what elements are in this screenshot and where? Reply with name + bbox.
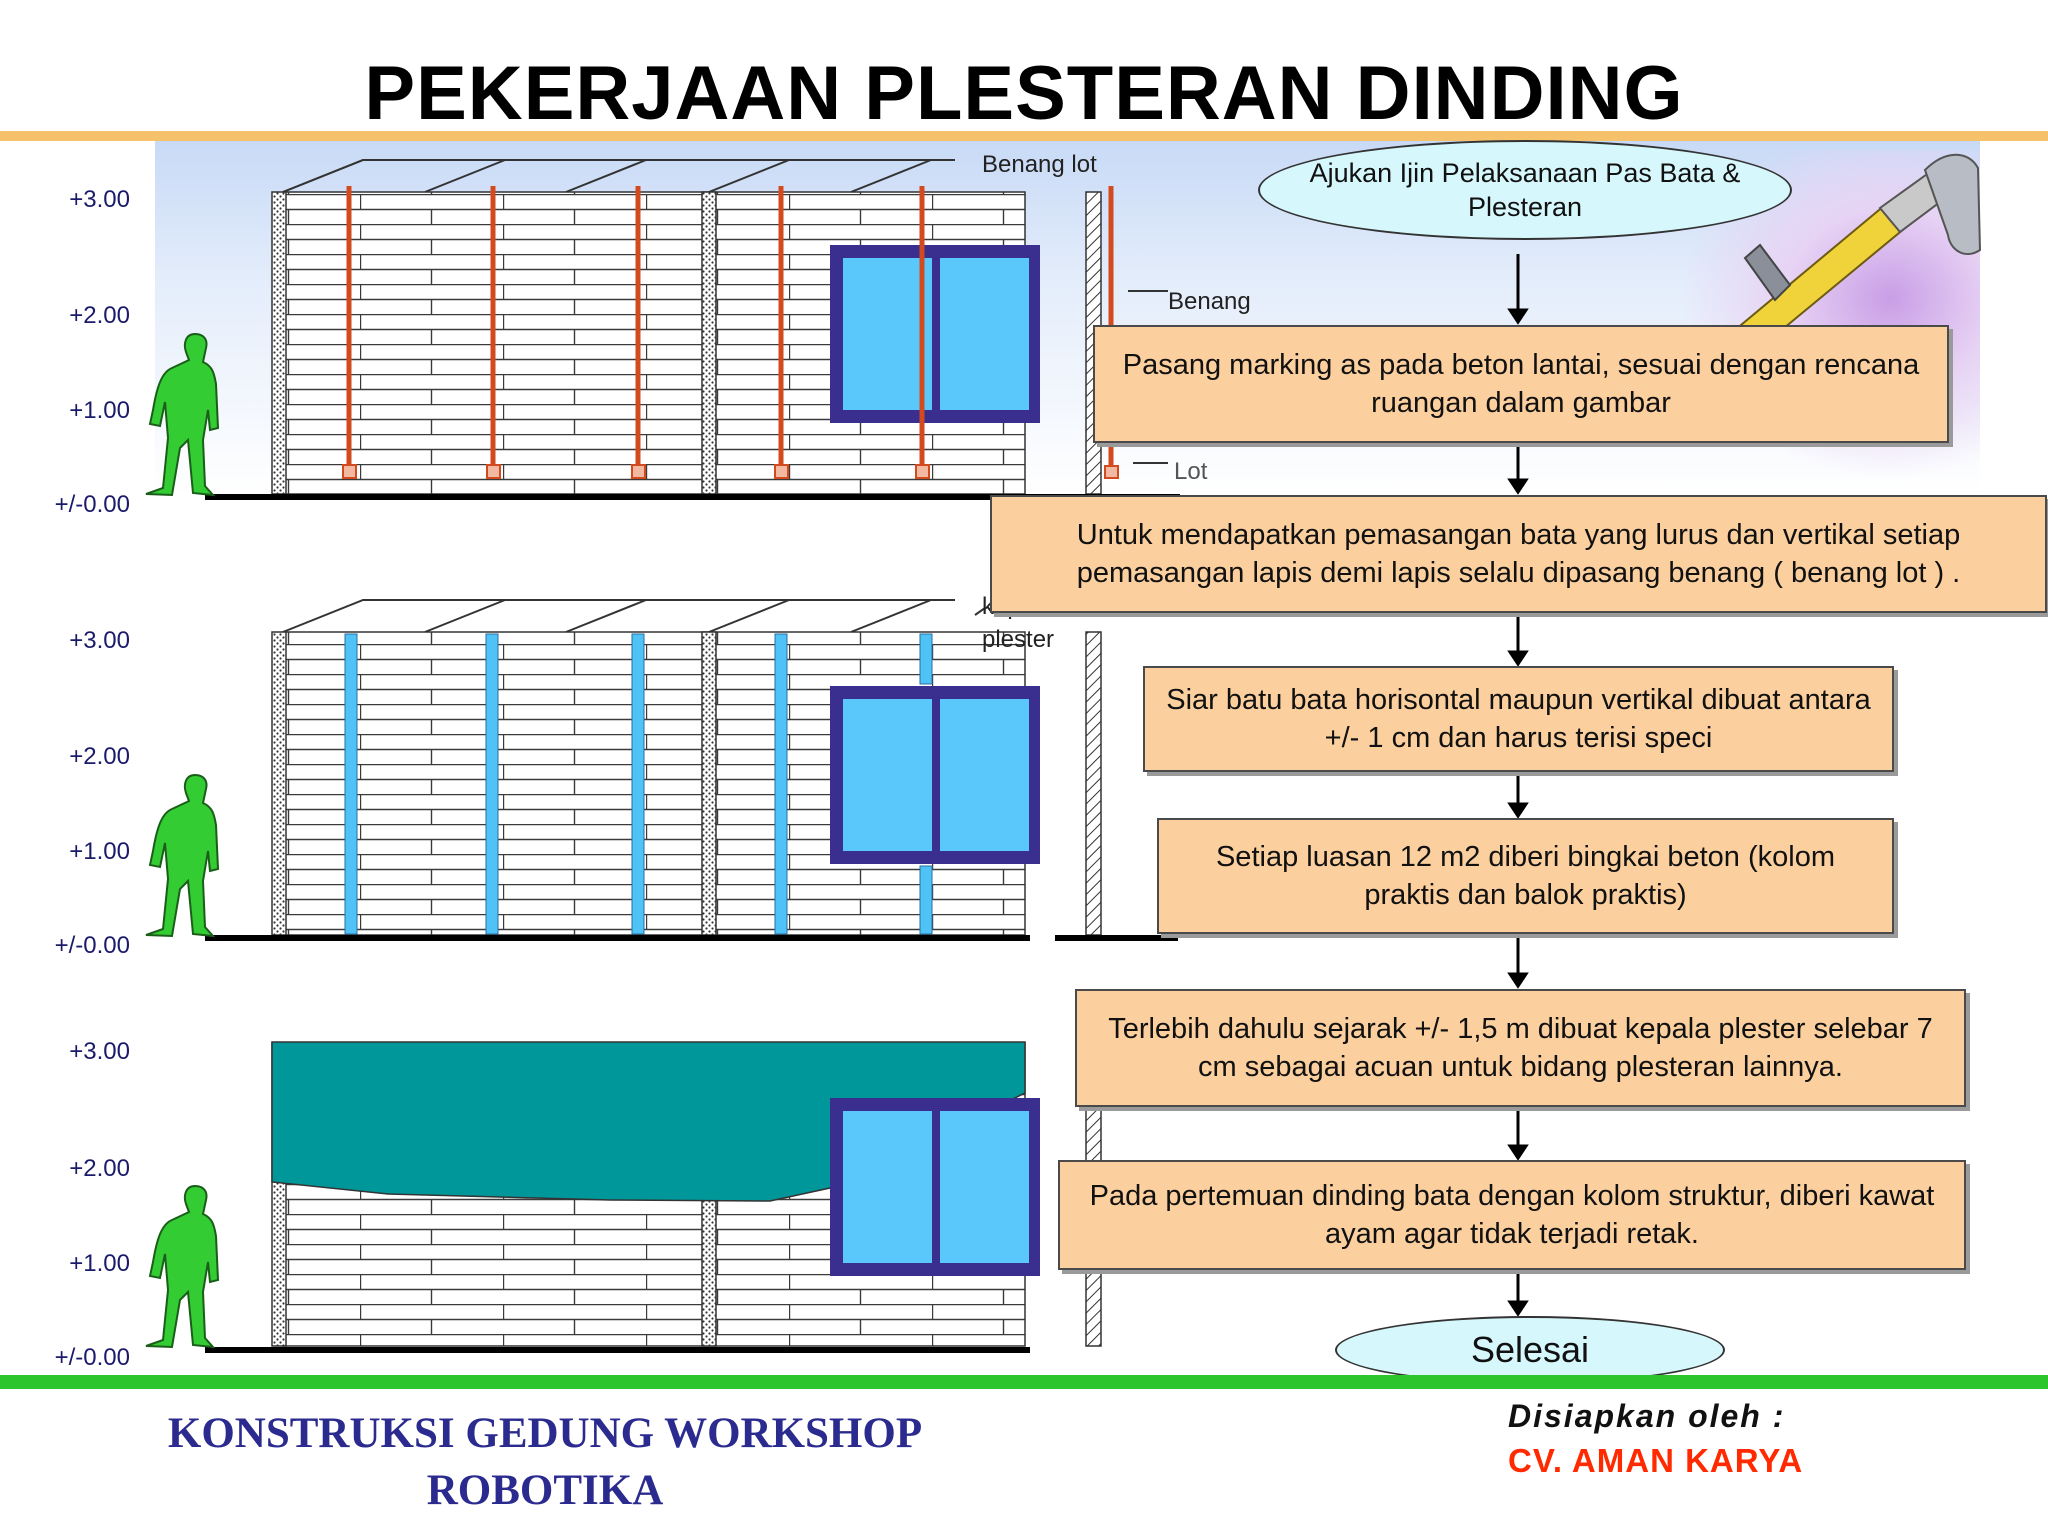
flow-step-6: Pada pertemuan dinding bata dengan kolom…	[1058, 1160, 1966, 1270]
bottom-divider	[0, 1375, 2048, 1389]
caulk-gun-icon	[1703, 153, 1982, 359]
wall-1-column-left	[271, 191, 287, 495]
wall-1	[205, 159, 1180, 500]
wall-3-window-pane-left	[843, 1111, 932, 1263]
wall-1-plumb-weights	[342, 464, 930, 479]
flow-end-text: Selesai	[1470, 1329, 1590, 1370]
wall-1-diagonals	[282, 159, 932, 193]
wall-2-kepala-plester-strips	[344, 633, 933, 935]
flow-step-5: Terlebih dahulu sejarak +/- 1,5 m dibuat…	[1075, 989, 1966, 1107]
wall-1-column-mid	[701, 191, 717, 495]
lot-label: Lot	[1174, 458, 1208, 485]
benang-lot-label: Benang lot	[982, 151, 1097, 178]
wall-3-level-200: +2.00	[69, 1155, 130, 1182]
person-1	[145, 332, 220, 497]
page-title: PEKERJAAN PLESTERAN DINDING	[364, 51, 1684, 136]
person-figures	[145, 332, 220, 1349]
wall-2-level-000: +/-0.00	[54, 932, 130, 959]
flow-arrows	[1507, 254, 1529, 1317]
wall-3-level-100: +1.00	[69, 1250, 130, 1277]
top-divider	[0, 131, 2048, 141]
wall-2-window-pane-right	[940, 699, 1029, 851]
person-2	[145, 773, 220, 938]
wall-3-window-pane-right	[940, 1111, 1029, 1263]
wall-1-window-pane-left	[843, 258, 932, 410]
wall-2-column-left	[271, 631, 287, 936]
wall-1-level-000: +/-0.00	[54, 491, 130, 518]
wall-3	[205, 1041, 1102, 1353]
wall-1-section-lot	[1104, 465, 1119, 479]
project-name-line-1: KONSTRUKSI GEDUNG WORKSHOP	[167, 1410, 923, 1457]
wall-1-window-pane-right	[940, 258, 1029, 410]
wall-2-level-100: +1.00	[69, 838, 130, 865]
wall-2	[205, 599, 1178, 941]
wall-2-section	[1085, 631, 1102, 936]
kepala-plester-leader	[974, 607, 986, 616]
wall-1-level-200: +2.00	[69, 302, 130, 329]
project-name: KONSTRUKSI GEDUNG WORKSHOP ROBOTIKA	[120, 1405, 970, 1519]
wall-3-level-300: +3.00	[69, 1038, 130, 1065]
wall-2-window-pane-left	[843, 699, 932, 851]
benang-label: Benang	[1168, 288, 1251, 315]
wall-2-column-mid	[701, 631, 717, 936]
wall-1-top-lines	[282, 159, 955, 193]
flow-end: Selesai	[1335, 1316, 1725, 1384]
wall-1-benang-lot-strings	[346, 186, 925, 465]
flow-step-3: Siar batu bata horisontal maupun vertika…	[1143, 666, 1894, 772]
company-name: CV. AMAN KARYA	[1508, 1442, 1804, 1479]
wall-2-level-300: +3.00	[69, 627, 130, 654]
wall-2-top-lines	[282, 599, 955, 633]
wall-1-level-300: +3.00	[69, 186, 130, 213]
flow-start-text: Ajukan Ijin Pelaksanaan Pas Bata & Plest…	[1309, 158, 1741, 222]
prepared-by-label: Disiapkan oleh :	[1508, 1398, 1786, 1434]
flow-step-1: Pasang marking as pada beton lantai, ses…	[1093, 325, 1949, 443]
person-3	[145, 1184, 220, 1349]
flow-start: Ajukan Ijin Pelaksanaan Pas Bata & Plest…	[1258, 140, 1792, 240]
wall-2-level-200: +2.00	[69, 743, 130, 770]
wall-1-level-100: +1.00	[69, 397, 130, 424]
project-name-line-2: ROBOTIKA	[426, 1467, 664, 1514]
flow-step-4: Setiap luasan 12 m2 diberi bingkai beton…	[1157, 818, 1894, 934]
flow-step-2: Untuk mendapatkan pemasangan bata yang l…	[990, 495, 2047, 613]
wall-3-level-000: +/-0.00	[54, 1344, 130, 1371]
